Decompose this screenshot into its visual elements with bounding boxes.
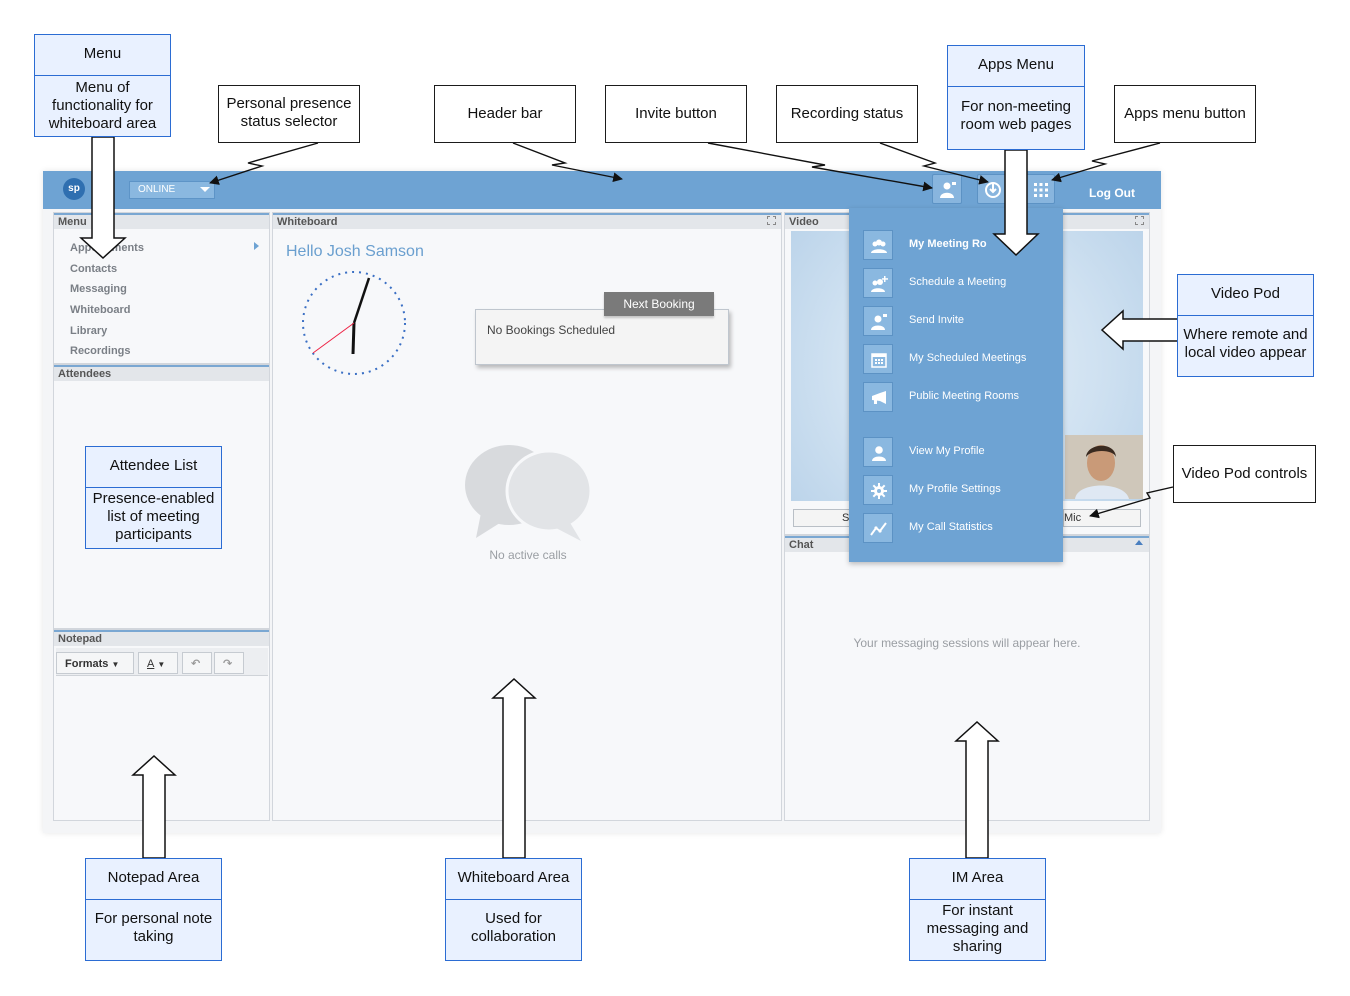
callout-apps-menu-title: Apps Menu (978, 56, 1054, 73)
apps-item-view-profile[interactable]: View My Profile (909, 445, 985, 457)
label-presence-selector: Personal presence status selector (218, 85, 360, 143)
chevron-down-icon: ▼ (111, 660, 120, 669)
callout-notepad-area-title: Notepad Area (107, 869, 200, 886)
callout-attendee-list-desc: Presence-enabled list of meeting partici… (86, 487, 221, 548)
callout-im-area-desc: For instant messaging and sharing (910, 899, 1045, 960)
megaphone-icon (863, 382, 893, 412)
whiteboard-panel: Whiteboard Hello Josh Samson No Bookings… (272, 212, 782, 821)
menu-item-library[interactable]: Library (70, 325, 108, 337)
menu-item-recordings[interactable]: Recordings (70, 345, 131, 357)
logo: sp (63, 178, 85, 200)
group-icon (863, 230, 893, 260)
callout-menu: Menu Menu of functionality for whiteboar… (34, 34, 171, 137)
apps-item-my-meeting-room[interactable]: My Meeting Ro (909, 238, 987, 250)
font-color-label: A (147, 658, 155, 670)
callout-notepad-area-desc: For personal note taking (86, 899, 221, 960)
bookings-box: No Bookings Scheduled (475, 309, 729, 365)
apps-item-scheduled-meetings[interactable]: My Scheduled Meetings (909, 352, 1027, 364)
grid-icon (1034, 183, 1048, 197)
callout-whiteboard-area-desc: Used for collaboration (446, 899, 581, 960)
add-group-icon (863, 268, 893, 298)
apps-item-profile-settings[interactable]: My Profile Settings (909, 483, 1001, 495)
font-color-button[interactable]: A ▼ (138, 652, 178, 674)
callout-menu-desc: Menu of functionality for whiteboard are… (35, 75, 170, 136)
clock-icon (302, 271, 406, 375)
apps-item-public-rooms[interactable]: Public Meeting Rooms (909, 390, 1020, 402)
whiteboard-panel-title: Whiteboard (273, 213, 781, 229)
chevron-down-icon (200, 187, 210, 192)
redo-button[interactable]: ↷ (214, 652, 244, 674)
label-invite-button: Invite button (605, 85, 747, 143)
callout-im-area-title: IM Area (951, 869, 1004, 886)
callout-video-pod: Video Pod Where remote and local video a… (1177, 274, 1314, 377)
apps-item-schedule-meeting[interactable]: Schedule a Meeting (909, 276, 1007, 288)
invite-icon (863, 306, 893, 336)
chevron-right-icon (254, 242, 259, 250)
apps-item-send-invite[interactable]: Send Invite (909, 314, 965, 326)
mic-label: Mic (1064, 512, 1082, 524)
label-apps-menu-button: Apps menu button (1114, 85, 1256, 143)
label-video-pod-controls: Video Pod controls (1173, 445, 1316, 503)
apps-menu-dropdown: My Meeting Ro Schedule a Meeting Send In… (849, 208, 1063, 562)
local-video-thumbnail (1065, 435, 1143, 499)
calendar-icon (863, 344, 893, 374)
callout-notepad-area: Notepad Area For personal note taking (85, 858, 222, 961)
chat-bubbles-icon (465, 445, 593, 541)
formats-dropdown[interactable]: Formats ▼ (56, 652, 134, 674)
maximize-icon[interactable] (767, 216, 776, 225)
presence-status-selector[interactable]: ONLINE (129, 181, 215, 199)
redo-icon: ↷ (223, 658, 233, 670)
recording-icon (985, 182, 1001, 198)
presence-status-value: ONLINE (138, 184, 176, 195)
callout-attendee-list: Attendee List Presence-enabled list of m… (85, 446, 222, 549)
person-icon (863, 437, 893, 467)
apps-menu-button[interactable] (1025, 174, 1055, 204)
label-recording-status: Recording status (776, 85, 918, 143)
video-control-left-label: S (842, 512, 850, 524)
menu-item-contacts[interactable]: Contacts (70, 263, 118, 275)
invite-icon (940, 182, 956, 198)
apps-item-call-statistics[interactable]: My Call Statistics (909, 521, 993, 533)
callout-menu-title: Menu (83, 45, 122, 62)
chart-line-icon (863, 513, 893, 543)
callout-whiteboard-area-title: Whiteboard Area (457, 869, 570, 886)
callout-video-pod-desc: Where remote and local video appear (1178, 315, 1313, 376)
callout-im-area: IM Area For instant messaging and sharin… (909, 858, 1046, 961)
chat-empty-message: Your messaging sessions will appear here… (853, 636, 1081, 650)
gear-icon (863, 475, 893, 505)
callout-apps-menu-desc: For non-meeting room web pages (948, 86, 1084, 149)
next-booking-tab[interactable]: Next Booking (604, 292, 714, 316)
collapse-icon[interactable] (1135, 540, 1143, 545)
person-photo (1065, 435, 1143, 499)
undo-button[interactable]: ↶ (182, 652, 212, 674)
notepad-panel-title: Notepad (54, 630, 269, 646)
greeting-text: Hello Josh Samson (286, 243, 424, 260)
label-header-bar: Header bar (434, 85, 576, 143)
no-bookings-text: No Bookings Scheduled (487, 323, 616, 337)
invite-button[interactable] (932, 174, 962, 204)
menu-item-messaging[interactable]: Messaging (70, 283, 127, 295)
callout-video-pod-title: Video Pod (1211, 285, 1280, 302)
notepad-toolbar: Formats ▼ A ▼ ↶ ↷ (56, 648, 268, 676)
logout-link[interactable]: Log Out (1089, 186, 1135, 200)
attendees-panel-title: Attendees (54, 365, 269, 381)
callout-apps-menu: Apps Menu For non-meeting room web pages (947, 45, 1085, 150)
callout-attendee-list-title: Attendee List (109, 457, 198, 474)
menu-item-whiteboard[interactable]: Whiteboard (70, 304, 131, 316)
maximize-icon[interactable] (1135, 216, 1144, 225)
formats-label: Formats (65, 658, 109, 670)
no-calls-text: No active calls (489, 548, 567, 562)
mic-button[interactable]: Mic (1063, 509, 1141, 527)
callout-whiteboard-area: Whiteboard Area Used for collaboration (445, 858, 582, 961)
undo-icon: ↶ (191, 658, 201, 670)
chevron-down-icon: ▼ (157, 660, 166, 669)
